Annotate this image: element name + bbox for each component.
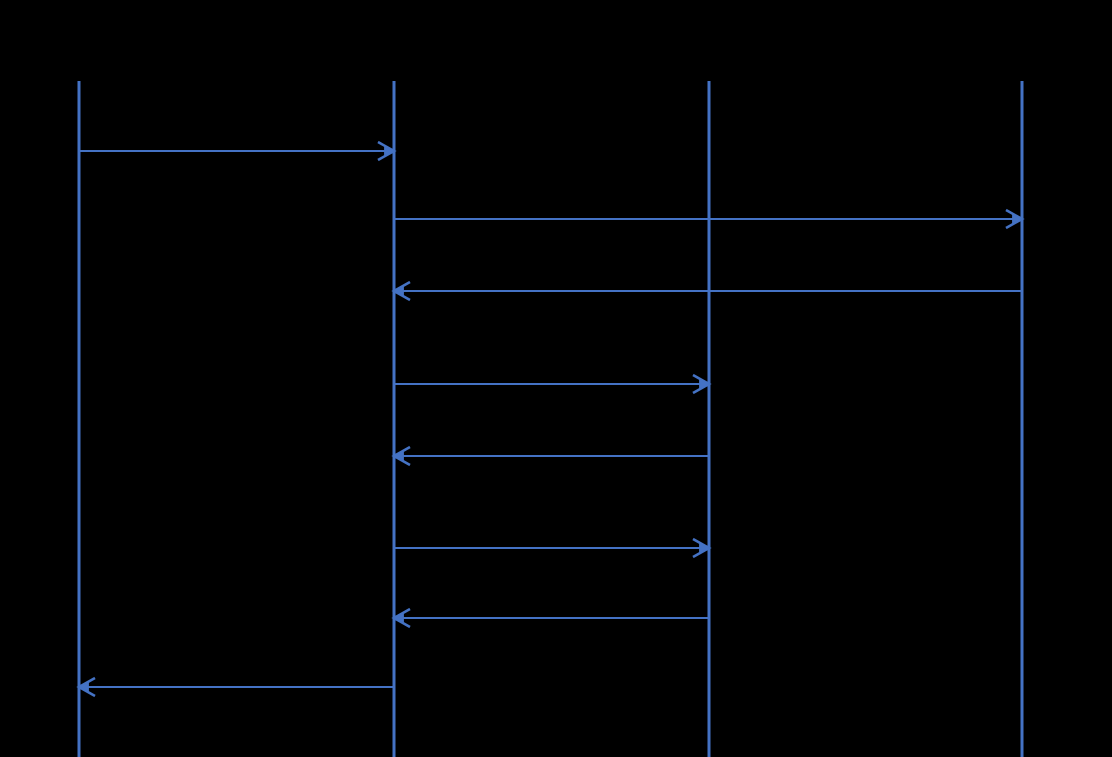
message-m8 bbox=[76, 676, 394, 698]
message-m5 bbox=[391, 445, 709, 467]
message-m2 bbox=[394, 208, 1025, 230]
message-m6 bbox=[394, 537, 712, 559]
message-arrowbarb-m6 bbox=[698, 542, 711, 554]
message-arrowbarb-m1 bbox=[383, 145, 396, 157]
messages-group bbox=[76, 140, 1025, 698]
message-m7 bbox=[391, 607, 709, 629]
message-arrowbarb-m3 bbox=[392, 285, 405, 297]
message-m3 bbox=[391, 280, 1022, 302]
message-arrowbarb-m2 bbox=[1011, 213, 1024, 225]
message-arrowbarb-m7 bbox=[392, 612, 405, 624]
message-m4 bbox=[394, 373, 712, 395]
message-arrowbarb-m8 bbox=[77, 681, 90, 693]
lifelines-group bbox=[77, 81, 1024, 757]
message-arrowbarb-m4 bbox=[698, 378, 711, 390]
message-arrowbarb-m5 bbox=[392, 450, 405, 462]
message-m1 bbox=[79, 140, 397, 162]
